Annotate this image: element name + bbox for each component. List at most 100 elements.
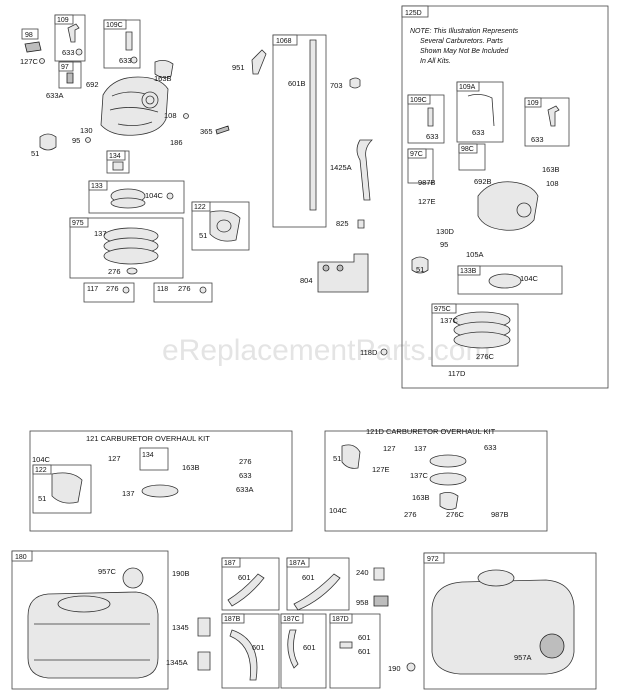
label-b187c: 187C [283, 616, 300, 623]
part-box-975c [431, 303, 519, 367]
label-365: 365 [200, 127, 213, 136]
note-line-1: NOTE: This Illustration Represents [410, 28, 519, 35]
label-r95: 95 [440, 240, 448, 249]
label-d127e: 127E [372, 465, 390, 474]
label-d137c: 137C [410, 471, 429, 480]
label-804: 804 [300, 276, 313, 285]
label-r633-a: 633 [426, 132, 439, 141]
label-b190: 190 [388, 664, 401, 673]
label-k276: 276 [239, 457, 252, 466]
label-b187a: 187A [289, 560, 306, 567]
label-r108: 108 [546, 179, 559, 188]
label-b1345a: 1345A [166, 658, 188, 667]
part-365-screw [215, 125, 230, 135]
part-109c-valve [125, 31, 133, 51]
kit-125d-number: 125D [405, 10, 422, 17]
label-k134: 134 [142, 452, 154, 459]
fuel-tank-180 [27, 591, 159, 679]
label-b601-a: 601 [238, 573, 251, 582]
label-b958: 958 [356, 598, 369, 607]
part-box-109a [456, 81, 504, 143]
label-d104c: 104C [329, 506, 348, 515]
note-line-3: Shown May Not Be Included [420, 48, 509, 55]
label-b187d: 187D [332, 616, 349, 623]
label-601b: 601B [288, 79, 306, 88]
label-825: 825 [336, 219, 349, 228]
label-r104c: 104C [520, 274, 539, 283]
label-98: 98 [25, 32, 33, 39]
label-118: 118 [157, 286, 168, 293]
label-137: 137 [94, 229, 107, 238]
label-r109c: 109C [410, 97, 427, 104]
label-d51: 51 [333, 454, 341, 463]
label-r633-c: 633 [531, 135, 544, 144]
carburetor-body [100, 76, 169, 136]
label-d127: 127 [383, 444, 396, 453]
label-k633: 633 [239, 471, 252, 480]
part-box-187d [329, 613, 381, 689]
part-box-180 [11, 550, 169, 690]
part-1068-tube [309, 39, 317, 211]
label-108: 108 [164, 111, 177, 120]
label-k127: 127 [108, 454, 121, 463]
note-line-2: Several Carburetors. Parts [420, 38, 503, 45]
label-b180: 180 [15, 554, 27, 561]
label-r109a: 109A [459, 84, 476, 91]
label-276-c: 276 [178, 284, 191, 293]
label-k122: 122 [35, 467, 47, 474]
label-633a: 633A [46, 91, 64, 100]
label-r51: 51 [416, 265, 424, 274]
label-692: 692 [86, 80, 99, 89]
part-box-118 [153, 282, 213, 303]
part-957a-cap [539, 633, 565, 659]
label-975: 975 [72, 220, 84, 227]
label-d137: 137 [414, 444, 427, 453]
label-k163b: 163B [182, 463, 200, 472]
label-b957c: 957C [98, 567, 117, 576]
kit-121-box [29, 430, 293, 532]
label-r127e: 127E [418, 197, 436, 206]
part-box-109-r [524, 97, 570, 147]
label-b601-c: 601 [252, 643, 265, 652]
label-95: 95 [72, 136, 80, 145]
label-r117d: 117D [448, 369, 466, 378]
label-133: 133 [91, 183, 103, 190]
part-97 [66, 72, 74, 84]
part-box-187 [221, 557, 280, 611]
label-r633-b: 633 [472, 128, 485, 137]
part-box-972 [423, 552, 597, 690]
label-703: 703 [330, 81, 343, 90]
part-box-117 [83, 282, 135, 303]
label-k137: 137 [122, 489, 135, 498]
label-163b: 163B [154, 74, 172, 83]
label-r109: 109 [527, 100, 539, 107]
carburetor-body-r [477, 181, 539, 231]
part-122-gasket [209, 210, 241, 242]
label-d633: 633 [484, 443, 497, 452]
label-k104c: 104C [32, 455, 51, 464]
part-box-975 [69, 217, 184, 279]
label-633-b: 633 [119, 56, 132, 65]
label-b601-d: 601 [303, 643, 316, 652]
label-b957a: 957A [514, 653, 532, 662]
label-r130d: 130D [436, 227, 455, 236]
label-d163b: 163B [412, 493, 430, 502]
label-1425a: 1425A [330, 163, 352, 172]
label-d276: 276 [404, 510, 417, 519]
part-804-bracket [317, 253, 369, 293]
label-b601-b: 601 [302, 573, 315, 582]
label-r692b: 692B [474, 177, 492, 186]
part-98-screw [24, 41, 42, 53]
part-957c-cap [122, 567, 144, 589]
label-r133b: 133B [460, 268, 477, 275]
part-951 [251, 49, 267, 75]
label-r163b: 163B [542, 165, 560, 174]
part-633-ring [75, 48, 83, 56]
label-51-b: 51 [199, 231, 207, 240]
label-r98c: 98C [461, 146, 474, 153]
part-633-ring-b [130, 56, 138, 64]
label-r137c: 137C [440, 316, 459, 325]
kit-121-title: 121 CARBURETOR OVERHAUL KIT [86, 434, 210, 443]
part-box-187b [221, 613, 280, 689]
